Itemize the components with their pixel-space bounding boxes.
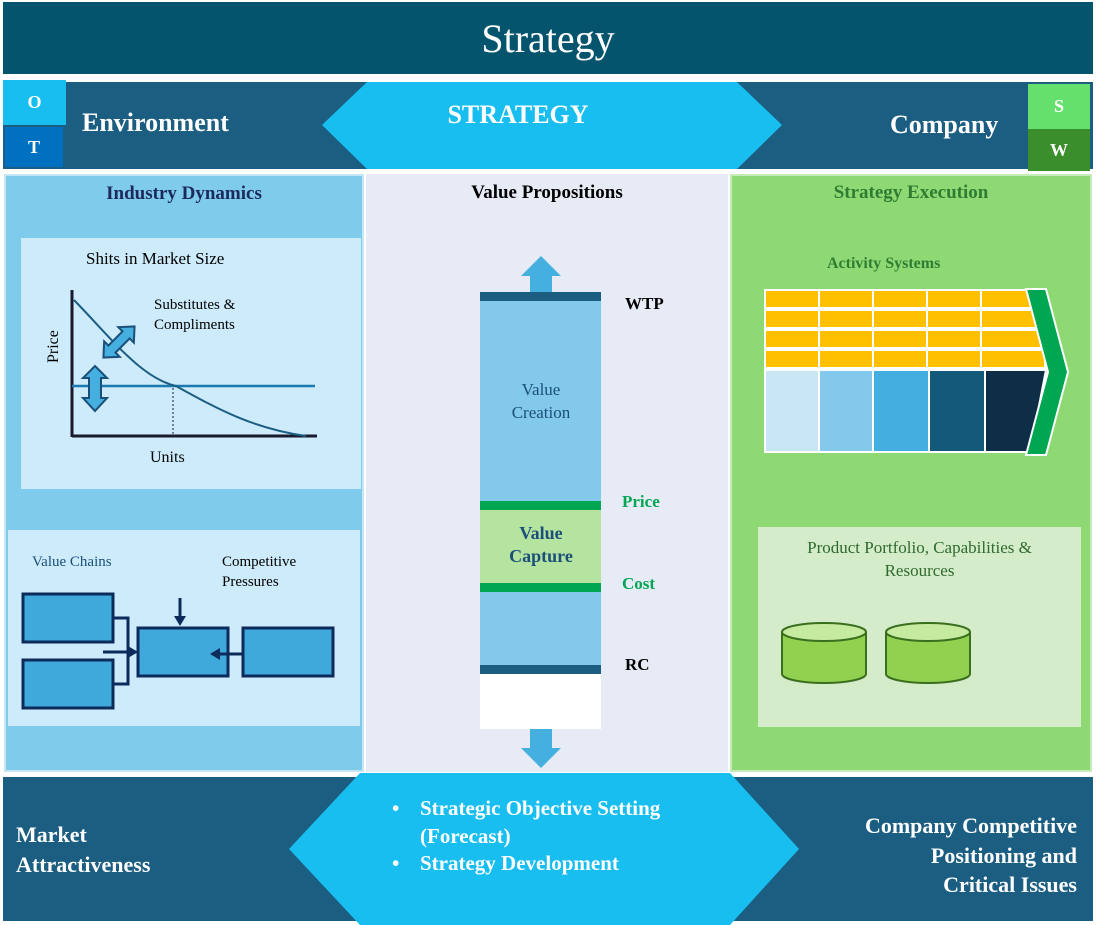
value-capture-line1: Value: [519, 523, 562, 543]
market-attractiveness-label: Market Attractiveness: [16, 820, 150, 879]
rc-label: RC: [625, 655, 650, 674]
cost-label: Cost: [622, 574, 655, 593]
industry-title: Industry Dynamics: [106, 183, 262, 204]
competitive-label-line2: Pressures: [222, 574, 279, 590]
substitutes-label-line2: Compliments: [154, 317, 235, 333]
company-positioning-line1: Company Competitive: [864, 813, 1077, 838]
bullet-objective-setting: Strategic Objective Setting (Forecast): [392, 795, 712, 850]
company-positioning-label: Company Competitive Positioning and Crit…: [800, 811, 1077, 900]
value-chain-diagram: [21, 592, 335, 710]
market-size-title: Shits in Market Size: [86, 249, 225, 268]
resource-cylinders: [781, 622, 971, 684]
company-positioning-line3: Critical Issues: [943, 872, 1077, 898]
activity-systems-label: Activity Systems: [827, 255, 941, 272]
market-attractiveness-line2: Attractiveness: [16, 851, 151, 877]
value-title: Value Propositions: [471, 182, 623, 203]
substitutes-label-line1: Substitutes &: [154, 297, 236, 313]
market-size-chart: Price Substitutes & Compliments Units: [45, 290, 317, 466]
company-label: Company: [890, 110, 999, 139]
price-axis-label: Price: [45, 330, 62, 363]
value-capture-line2: Capture: [509, 546, 573, 566]
strategy-header-label: STRATEGY: [447, 100, 589, 129]
company-positioning-line2: Positioning and: [930, 842, 1077, 868]
competitive-label-line1: Competitive: [222, 554, 297, 570]
portfolio-label-line1: Product Portfolio, Capabilities &: [807, 538, 1032, 557]
portfolio-label-line2: Resources: [884, 561, 955, 580]
page-title: Strategy: [3, 2, 1093, 74]
price-label: Price: [622, 492, 660, 511]
strategy-bullets: Strategic Objective Setting (Forecast) S…: [392, 795, 712, 878]
environment-label: Environment: [82, 108, 229, 137]
market-size-box: [21, 238, 361, 489]
execution-title: Strategy Execution: [833, 182, 989, 203]
value-creation-line2: Creation: [512, 403, 571, 422]
strategy-hexagon: [322, 82, 782, 169]
swot-o-box: O: [3, 80, 66, 125]
swot-s-box: S: [1028, 84, 1090, 129]
value-stack-diagram: Value Creation Value Capture WTP Price C…: [480, 256, 664, 768]
swot-t-box: T: [5, 127, 63, 167]
bullet-strategy-development: Strategy Development: [392, 850, 712, 878]
units-axis-label: Units: [150, 449, 185, 466]
wtp-label: WTP: [625, 294, 664, 313]
value-creation-line1: Value: [522, 380, 561, 399]
activity-systems-diagram: [764, 288, 1070, 456]
value-chains-label: Value Chains: [32, 554, 112, 570]
swot-w-box: W: [1028, 129, 1090, 171]
market-attractiveness-line1: Market: [16, 822, 87, 847]
